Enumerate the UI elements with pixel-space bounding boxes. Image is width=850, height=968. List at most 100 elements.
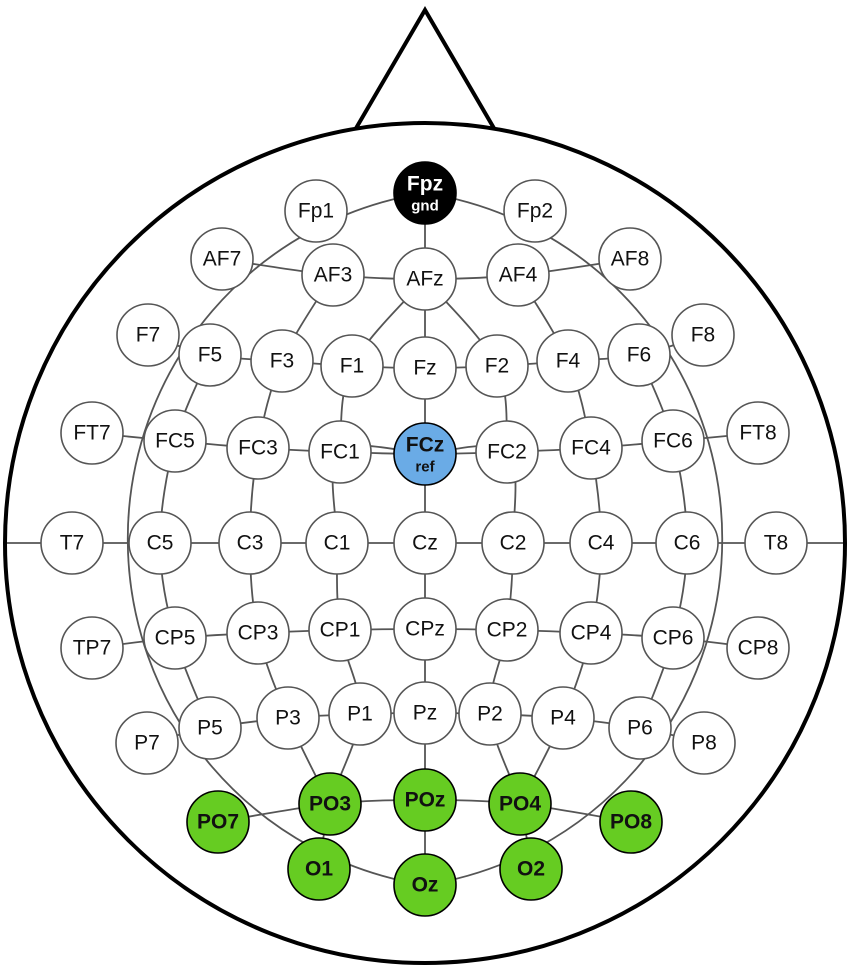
electrode-label: CP3 bbox=[238, 622, 279, 645]
electrode-circle bbox=[531, 686, 595, 750]
electrode-label: CP5 bbox=[155, 627, 196, 650]
electrode-circle bbox=[569, 511, 633, 575]
electrode-circle bbox=[60, 616, 124, 680]
electrode-circle bbox=[308, 598, 372, 662]
electrode-fc6: FC6 bbox=[641, 409, 705, 473]
electrode-circle bbox=[393, 422, 457, 486]
electrode-circle bbox=[393, 681, 457, 745]
outer-ring-right bbox=[424, 192, 724, 886]
electrode-t7: T7 bbox=[40, 511, 104, 575]
nose-triangle bbox=[351, 6, 499, 132]
electrode-label: PO3 bbox=[309, 793, 351, 816]
electrode-cz: Cz bbox=[393, 511, 457, 575]
electrode-circle bbox=[475, 598, 539, 662]
electrode-circle bbox=[488, 772, 552, 836]
electrode-f4: F4 bbox=[536, 329, 600, 393]
electrode-circle bbox=[128, 511, 192, 575]
electrode-label: C5 bbox=[147, 532, 174, 555]
electrode-c3: C3 bbox=[218, 511, 282, 575]
electrode-ft7: FT7 bbox=[60, 401, 124, 465]
electrode-af7: AF7 bbox=[190, 227, 254, 291]
electrode-label: C4 bbox=[588, 532, 615, 555]
electrode-c1: C1 bbox=[305, 511, 369, 575]
electrode-p2: P2 bbox=[458, 682, 522, 746]
electrode-label: CPz bbox=[405, 618, 445, 641]
electrode-circle bbox=[393, 853, 457, 917]
electrode-cp2: CP2 bbox=[475, 598, 539, 662]
electrode-label: P3 bbox=[275, 707, 301, 730]
electrode-circle bbox=[226, 601, 290, 665]
electrode-afz: AFz bbox=[393, 247, 457, 311]
electrode-po7: PO7 bbox=[186, 790, 250, 854]
electrode-label: FC3 bbox=[238, 437, 278, 460]
electrode-label: F8 bbox=[691, 324, 716, 347]
electrode-o1: O1 bbox=[287, 837, 351, 901]
electrode-circle bbox=[393, 511, 457, 575]
electrode-circle bbox=[481, 511, 545, 575]
electrode-p6: P6 bbox=[608, 696, 672, 760]
electrode-cp8: CP8 bbox=[726, 616, 790, 680]
electrode-circle bbox=[641, 606, 705, 670]
electrode-cp6: CP6 bbox=[641, 606, 705, 670]
electrode-circle bbox=[60, 401, 124, 465]
electrode-label: P6 bbox=[627, 717, 653, 740]
electrode-label: F7 bbox=[136, 324, 161, 347]
electrode-label: Fz bbox=[413, 357, 436, 380]
electrode-p4: P4 bbox=[531, 686, 595, 750]
electrode-circle bbox=[393, 161, 457, 225]
electrode-label: FT8 bbox=[739, 422, 776, 445]
electrode-cp3: CP3 bbox=[226, 601, 290, 665]
electrode-circle bbox=[641, 409, 705, 473]
electrode-label: FC5 bbox=[155, 430, 195, 453]
electrode-circle bbox=[393, 336, 457, 400]
electrode-c5: C5 bbox=[128, 511, 192, 575]
electrode-af3: AF3 bbox=[301, 243, 365, 307]
electrode-circle bbox=[559, 601, 623, 665]
electrode-circle bbox=[536, 329, 600, 393]
electrode-label: F4 bbox=[556, 350, 581, 373]
electrode-circle bbox=[671, 303, 735, 367]
electrode-cp4: CP4 bbox=[559, 601, 623, 665]
electrode-t8: T8 bbox=[744, 511, 808, 575]
electrode-label: AF4 bbox=[499, 264, 538, 287]
electrode-cp5: CP5 bbox=[143, 606, 207, 670]
electrode-label: PO7 bbox=[197, 811, 239, 834]
electrode-circle bbox=[301, 243, 365, 307]
electrode-circle bbox=[608, 696, 672, 760]
electrode-label: AF8 bbox=[611, 248, 650, 271]
electrode-label: AFz bbox=[406, 268, 443, 291]
electrode-label: FC2 bbox=[487, 441, 527, 464]
electrode-label: T7 bbox=[60, 532, 85, 555]
electrode-po3: PO3 bbox=[298, 772, 362, 836]
electrode-circle bbox=[178, 323, 242, 387]
electrode-f5: F5 bbox=[178, 323, 242, 387]
electrode-circle bbox=[305, 511, 369, 575]
electrode-label: F2 bbox=[485, 355, 510, 378]
electrode-label: C3 bbox=[237, 532, 264, 555]
electrode-label: P4 bbox=[550, 707, 576, 730]
electrode-poz: POz bbox=[393, 768, 457, 832]
electrode-o2: O2 bbox=[499, 837, 563, 901]
electrode-f6: F6 bbox=[607, 323, 671, 387]
electrode-label: Cz bbox=[412, 532, 438, 555]
electrode-circle bbox=[393, 597, 457, 661]
electrode-fc2: FC2 bbox=[475, 420, 539, 484]
electrode-f8: F8 bbox=[671, 303, 735, 367]
electrode-label: T8 bbox=[764, 532, 789, 555]
electrode-label: C2 bbox=[500, 532, 527, 555]
electrode-circle bbox=[499, 837, 563, 901]
electrode-circle bbox=[393, 247, 457, 311]
electrode-circle bbox=[190, 227, 254, 291]
electrode-label: P8 bbox=[691, 732, 717, 755]
electrode-label: Pz bbox=[413, 702, 438, 725]
electrode-circle bbox=[287, 837, 351, 901]
electrode-label: F1 bbox=[340, 355, 365, 378]
outer-ring-left bbox=[126, 192, 426, 886]
electrode-label: CP8 bbox=[738, 637, 779, 660]
electrode-circle bbox=[298, 772, 362, 836]
electrode-circle bbox=[328, 682, 392, 746]
electrode-sublabel: gnd bbox=[411, 198, 439, 215]
electrode-label: Fp2 bbox=[517, 200, 553, 223]
electrode-circle bbox=[143, 606, 207, 670]
